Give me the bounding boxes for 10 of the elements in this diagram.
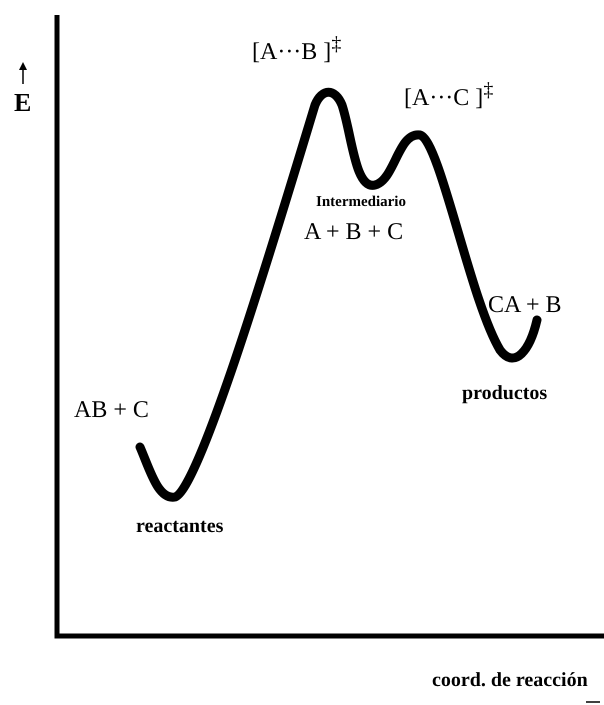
species-label: A + B + C <box>304 220 404 244</box>
axis-label: E <box>14 90 32 116</box>
intermediate-label: Intermediario <box>316 195 406 210</box>
transition-state-label: [A···C ]$^{‡}$ <box>404 80 494 110</box>
species-label: AB + C <box>74 398 149 422</box>
transition-state-label: [A···B ]$^{‡}$ <box>252 34 342 64</box>
species-label: reactantes <box>136 516 224 536</box>
axis-label: coord. de reacción <box>432 670 588 690</box>
species-label: CA + B <box>488 293 562 317</box>
species-label: productos <box>462 383 548 403</box>
